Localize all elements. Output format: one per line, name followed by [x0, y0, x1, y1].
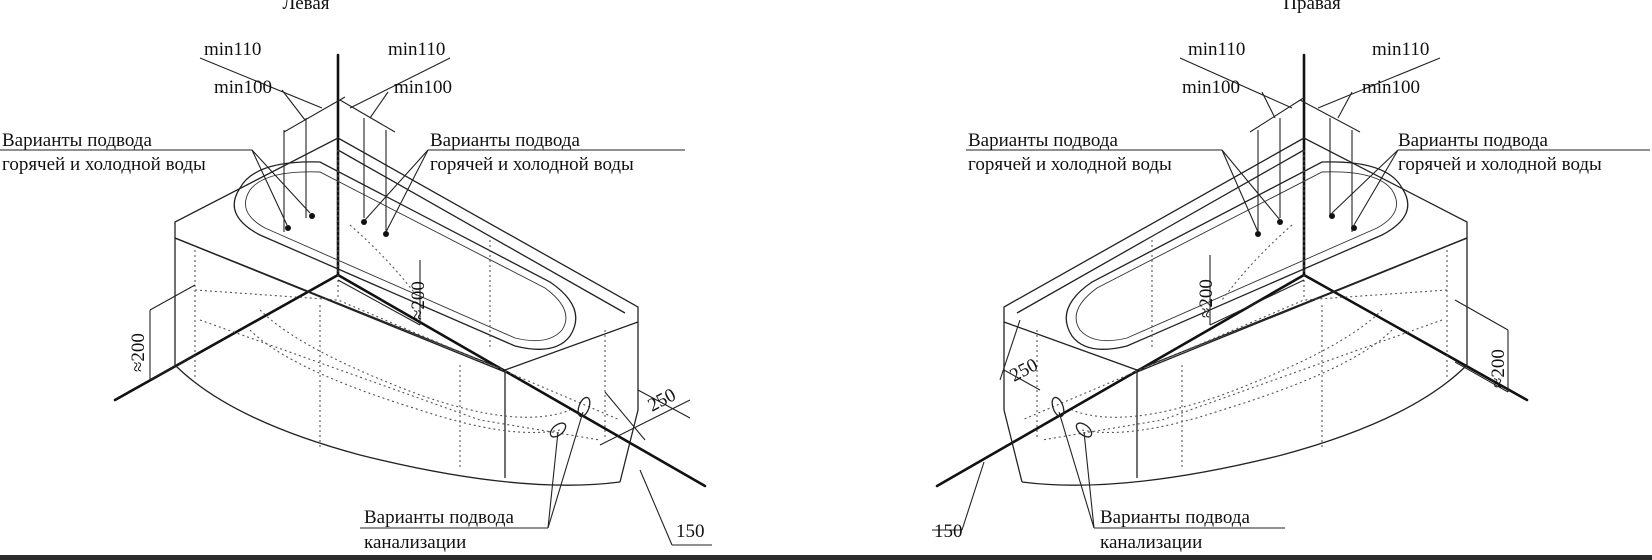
right-height-dimensions: ≈200 ≈200 [1196, 255, 1509, 393]
left-label-dim-250: 250 [644, 384, 679, 416]
left-label-min110-a: min110 [204, 39, 261, 60]
left-offset-dimensions: 250 150 [599, 384, 712, 546]
left-label-min100-a: min100 [214, 77, 272, 98]
left-view: Левая [0, 0, 712, 553]
left-label-dim-200-b: ≈200 [408, 281, 429, 320]
left-label-dim-150: 150 [676, 521, 705, 542]
left-supply-callouts: Варианты подвода горячей и холодной воды… [0, 130, 685, 233]
right-label-drain-1: Варианты подвода [1100, 507, 1250, 528]
left-height-dimensions: ≈200 ≈200 [128, 260, 429, 381]
right-offset-dimensions: 250 150 [932, 319, 1042, 542]
left-label-supply-right-1: Варианты подвода [430, 130, 580, 151]
right-label-supply-left-1: Варианты подвода [968, 130, 1118, 151]
right-view-title: Правая [1283, 0, 1341, 14]
right-wall-lines [935, 53, 1529, 488]
left-label-drain-1: Варианты подвода [364, 507, 514, 528]
right-bathtub-body [1003, 137, 1468, 486]
right-label-dim-200-b: ≈200 [1488, 349, 1509, 388]
right-min-dimensions: min110 min110 min100 min100 [1179, 39, 1441, 133]
left-label-dim-200-a: ≈200 [128, 333, 149, 372]
left-wall-lines [113, 53, 707, 488]
right-label-min110-b: min110 [1372, 39, 1429, 60]
right-label-min110-a: min110 [1188, 39, 1245, 60]
left-label-min100-b: min100 [394, 77, 452, 98]
right-label-supply-right-2: горячей и холодной воды [1398, 154, 1602, 175]
right-label-min100-a: min100 [1182, 77, 1240, 98]
right-label-dim-150: 150 [934, 521, 963, 542]
left-supply-pipes [283, 118, 389, 237]
left-label-supply-left-2: горячей и холодной воды [2, 154, 206, 175]
left-bathtub-body [174, 137, 639, 486]
left-label-min110-b: min110 [388, 39, 445, 60]
left-label-supply-left-1: Варианты подвода [2, 130, 152, 151]
right-label-supply-left-2: горячей и холодной воды [968, 154, 1172, 175]
right-label-dim-200-a: ≈200 [1196, 279, 1217, 318]
right-label-min100-b: min100 [1362, 77, 1420, 98]
left-label-drain-2: канализации [364, 532, 466, 553]
right-label-dim-250: 250 [1006, 354, 1041, 386]
right-supply-callouts: Варианты подвода горячей и холодной воды… [966, 130, 1650, 233]
right-view: Правая [932, 0, 1650, 553]
left-drain: Варианты подвода канализации [360, 396, 591, 553]
right-label-drain-2: канализации [1100, 532, 1202, 553]
left-min-dimensions: min110 min110 min100 min100 [199, 39, 452, 133]
right-supply-pipes [1255, 118, 1357, 237]
right-drain: Варианты подвода канализации [1051, 396, 1285, 553]
left-label-supply-right-2: горячей и холодной воды [430, 154, 634, 175]
right-label-supply-right-1: Варианты подвода [1398, 130, 1548, 151]
bottom-border [0, 555, 1652, 560]
left-view-title: Левая [282, 0, 329, 14]
